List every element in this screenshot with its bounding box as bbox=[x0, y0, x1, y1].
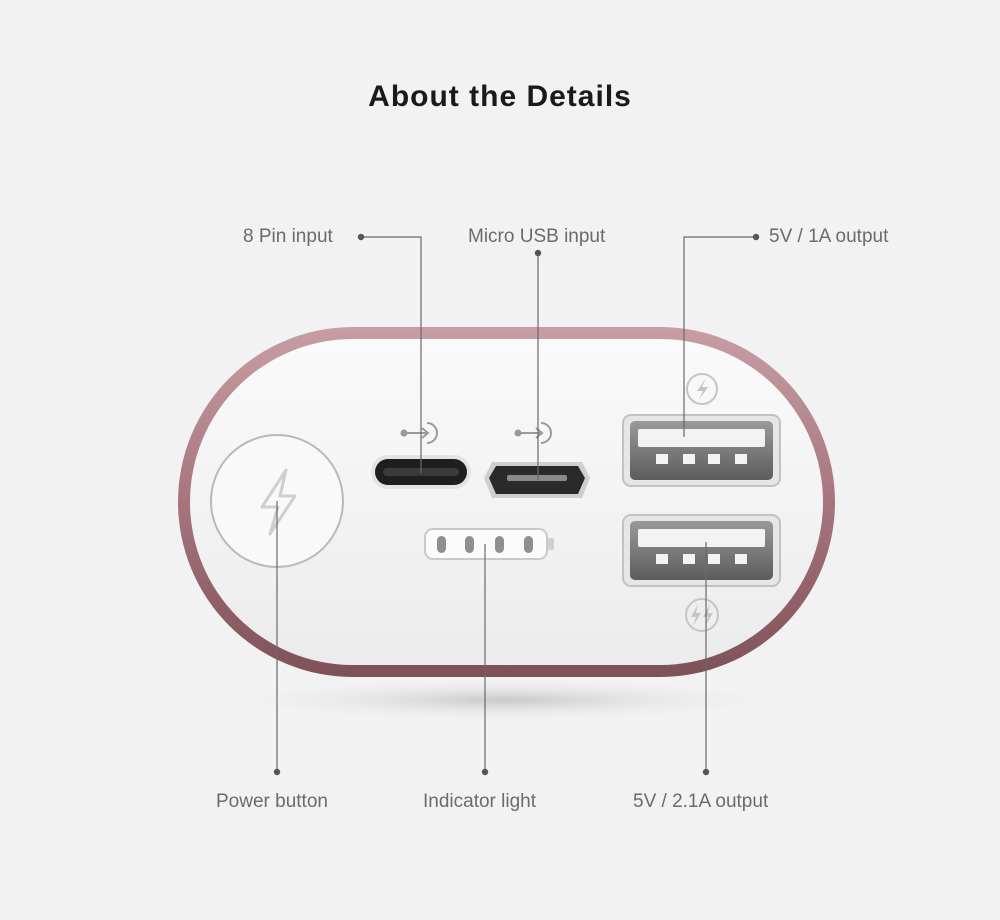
label-micro-usb-input: Micro USB input bbox=[468, 226, 606, 247]
device-shadow bbox=[215, 678, 795, 722]
label-power-button: Power button bbox=[216, 791, 328, 812]
label-5v-1a-output: 5V / 1A output bbox=[769, 226, 889, 247]
label-5v-21a-output: 5V / 2.1A output bbox=[633, 791, 769, 812]
label-indicator-light: Indicator light bbox=[423, 791, 537, 812]
leader-lines bbox=[276, 236, 756, 772]
indicator-light bbox=[424, 528, 554, 560]
indicator-led bbox=[524, 536, 533, 553]
page-title: About the Details bbox=[368, 80, 632, 113]
double-lightning-icon bbox=[691, 604, 701, 626]
indicator-led bbox=[495, 536, 504, 553]
indicator-led bbox=[437, 536, 446, 553]
input-icon-8pin bbox=[400, 422, 438, 444]
port-usb-2-1a bbox=[622, 514, 781, 632]
lightning-icon bbox=[260, 468, 297, 536]
lightning-icon bbox=[697, 378, 708, 400]
port-micro-usb bbox=[484, 462, 590, 498]
port-usb-1a bbox=[622, 373, 781, 487]
label-8-pin-input: 8 Pin input bbox=[243, 226, 333, 247]
leader-dots bbox=[273, 233, 760, 776]
indicator-led bbox=[465, 536, 474, 553]
